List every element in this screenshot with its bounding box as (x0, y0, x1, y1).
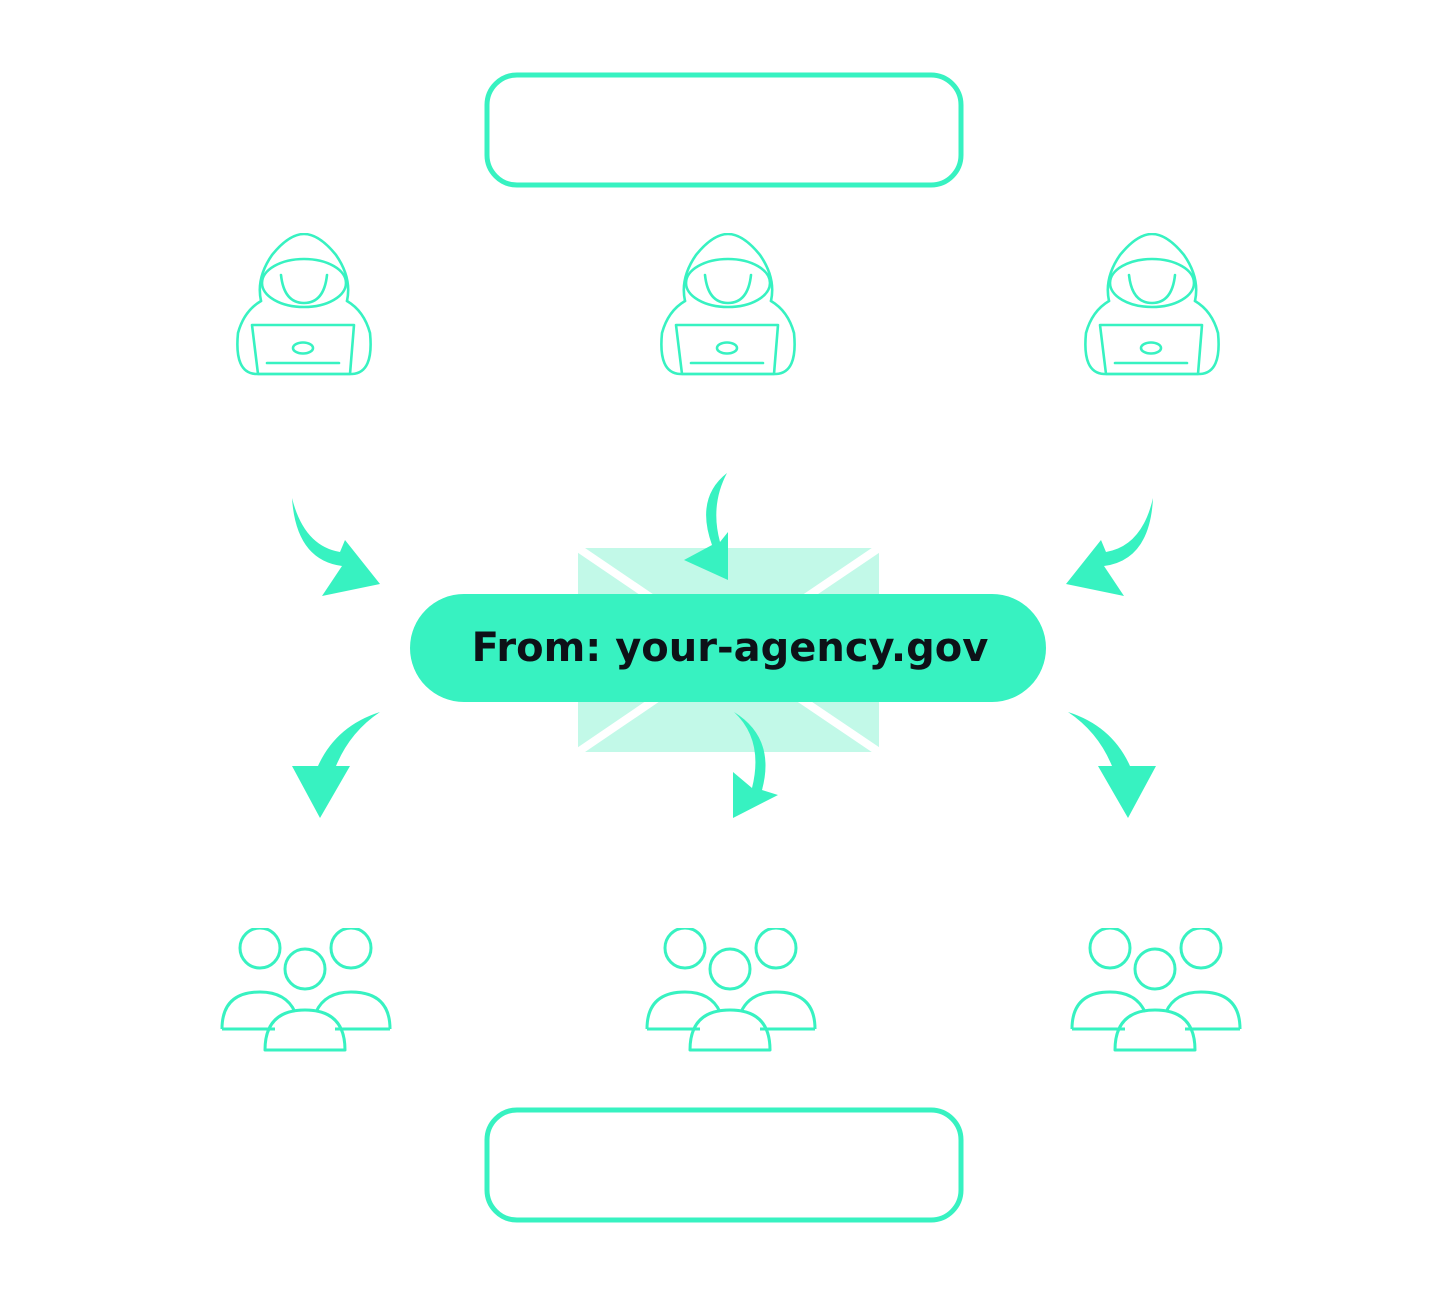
top-box (484, 72, 964, 188)
bottom-box (484, 1107, 964, 1223)
recipient-group-icon (220, 928, 392, 1052)
spoofed-sender-pill (410, 594, 1046, 702)
outgoing-arrow-left (292, 712, 380, 818)
sender-hacker-icon (660, 233, 796, 376)
outgoing-arrow-right (1068, 712, 1156, 818)
recipient-group-icon (1070, 928, 1242, 1052)
incoming-arrow-right (1066, 498, 1153, 596)
sender-hacker-icon (1084, 233, 1220, 376)
recipient-group-icon (645, 928, 817, 1052)
incoming-arrow-left (292, 498, 380, 596)
spoofed-sender-label: From: your-agency.gov (472, 625, 989, 671)
incoming-arrow-middle (684, 473, 728, 580)
outgoing-arrow-middle (733, 712, 778, 818)
sender-hacker-icon (236, 233, 372, 376)
